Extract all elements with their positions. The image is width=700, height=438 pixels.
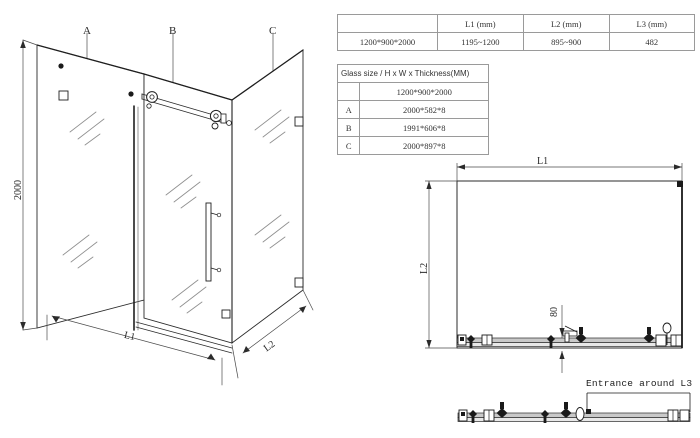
glass-row-value-c: 2000*897*8 bbox=[359, 136, 489, 155]
dimension-l2-plan bbox=[425, 180, 457, 349]
dimension-l2-iso bbox=[231, 289, 314, 379]
bottom-rail-iso bbox=[135, 321, 233, 354]
glass-table-header: Glass size / H x W x Thickness(MM) bbox=[337, 64, 489, 83]
elevation-guide-left bbox=[483, 409, 495, 422]
plan-guide-block-left bbox=[481, 334, 493, 346]
label-panel-c: C bbox=[269, 25, 277, 37]
table-row: C 2000*897*8 bbox=[336, 136, 489, 155]
table-header-row: L1 (mm) L2 (mm) L3 (mm) bbox=[337, 14, 696, 33]
glass-size-blank-label bbox=[336, 82, 361, 101]
plan-roller-center-left bbox=[547, 335, 555, 348]
plan-top-right-fixing bbox=[677, 181, 683, 187]
door-handle bbox=[205, 202, 222, 282]
spec-cell-l3: 482 bbox=[608, 32, 696, 51]
entrance-note: Entrance around L3 bbox=[586, 378, 693, 389]
table-row: 1200*900*2000 bbox=[336, 82, 489, 101]
plan-roller-right bbox=[643, 327, 655, 343]
roller-left bbox=[146, 91, 158, 109]
elevation-roller-center bbox=[560, 402, 572, 418]
elevation-bracket-left bbox=[458, 409, 468, 422]
wall-clamp-c-bottom bbox=[294, 277, 304, 288]
spec-header-l1: L1 (mm) bbox=[436, 14, 524, 33]
glass-row-label-c: C bbox=[336, 136, 361, 155]
plan-bracket-left bbox=[457, 334, 467, 346]
elevation-handle-ring bbox=[575, 407, 585, 421]
dimension-height-2000 bbox=[20, 39, 38, 331]
roller-right bbox=[209, 109, 232, 130]
isometric-view bbox=[20, 32, 314, 386]
plan-enclosure-outline bbox=[456, 180, 683, 349]
dimension-l1-iso bbox=[46, 314, 223, 386]
dimension-80-plan bbox=[559, 305, 565, 373]
spec-header-l3: L3 (mm) bbox=[608, 14, 696, 33]
dimension-label-l2-plan: L2 bbox=[419, 262, 430, 274]
sliding-door-leaf bbox=[133, 105, 139, 331]
glass-panel-a bbox=[36, 44, 145, 329]
elevation-stopper-left bbox=[469, 410, 477, 423]
plan-view bbox=[425, 163, 683, 373]
table-row: A 2000*582*8 bbox=[336, 100, 489, 119]
spec-cell-l1: 1195~1200 bbox=[436, 32, 524, 51]
elevation-stopper-center bbox=[541, 410, 549, 423]
plan-stopper-left bbox=[467, 335, 475, 348]
glass-row-label-b: B bbox=[336, 118, 361, 137]
glass-row-value-b: 1991*606*8 bbox=[359, 118, 489, 137]
dimension-label-height: 2000 bbox=[13, 180, 24, 200]
plan-handle-ring bbox=[662, 322, 672, 345]
table-row: 1200*900*2000 1195~1200 895~900 482 bbox=[337, 32, 696, 51]
fixing-dot-a1 bbox=[58, 63, 64, 69]
dimension-l1-plan bbox=[456, 163, 683, 181]
elevation-rail bbox=[457, 412, 691, 422]
glass-reflection-hatch bbox=[62, 109, 290, 314]
table-row: B 1991*606*8 bbox=[336, 118, 489, 137]
glass-row-label-a: A bbox=[336, 100, 361, 119]
dimension-label-80-plan: 80 bbox=[549, 307, 560, 317]
label-panel-a: A bbox=[83, 25, 91, 37]
label-panel-b: B bbox=[169, 25, 177, 37]
wall-clamp-top bbox=[58, 90, 69, 101]
spec-header-l2: L2 (mm) bbox=[522, 14, 610, 33]
elevation-center-fixing bbox=[586, 409, 591, 414]
wall-clamp-c-top bbox=[294, 116, 304, 127]
spec-header-blank bbox=[337, 14, 438, 33]
wall-clamp-b-bottom bbox=[221, 309, 231, 319]
glass-row-value-a: 2000*582*8 bbox=[359, 100, 489, 119]
spec-cell-l2: 895~900 bbox=[522, 32, 610, 51]
elevation-detail-view bbox=[457, 392, 691, 423]
elevation-roller-left bbox=[496, 402, 508, 418]
table-header-row: Glass size / H x W x Thickness(MM) bbox=[337, 64, 489, 83]
spec-table: L1 (mm) L2 (mm) L3 (mm) 1200*900*2000 11… bbox=[337, 14, 696, 51]
glass-panel-c bbox=[231, 49, 304, 344]
plan-roller-center bbox=[575, 327, 587, 343]
elevation-bracket-right bbox=[667, 409, 690, 422]
glass-size-overall: 1200*900*2000 bbox=[359, 82, 489, 101]
plan-door-stop bbox=[562, 325, 578, 343]
glass-size-table: Glass size / H x W x Thickness(MM) 1200*… bbox=[336, 64, 489, 155]
dimension-entrance-l3 bbox=[586, 392, 691, 412]
fixing-dot-a2 bbox=[128, 91, 134, 97]
dimension-label-l1-plan: L1 bbox=[537, 156, 549, 167]
spec-cell-size: 1200*900*2000 bbox=[337, 32, 438, 51]
